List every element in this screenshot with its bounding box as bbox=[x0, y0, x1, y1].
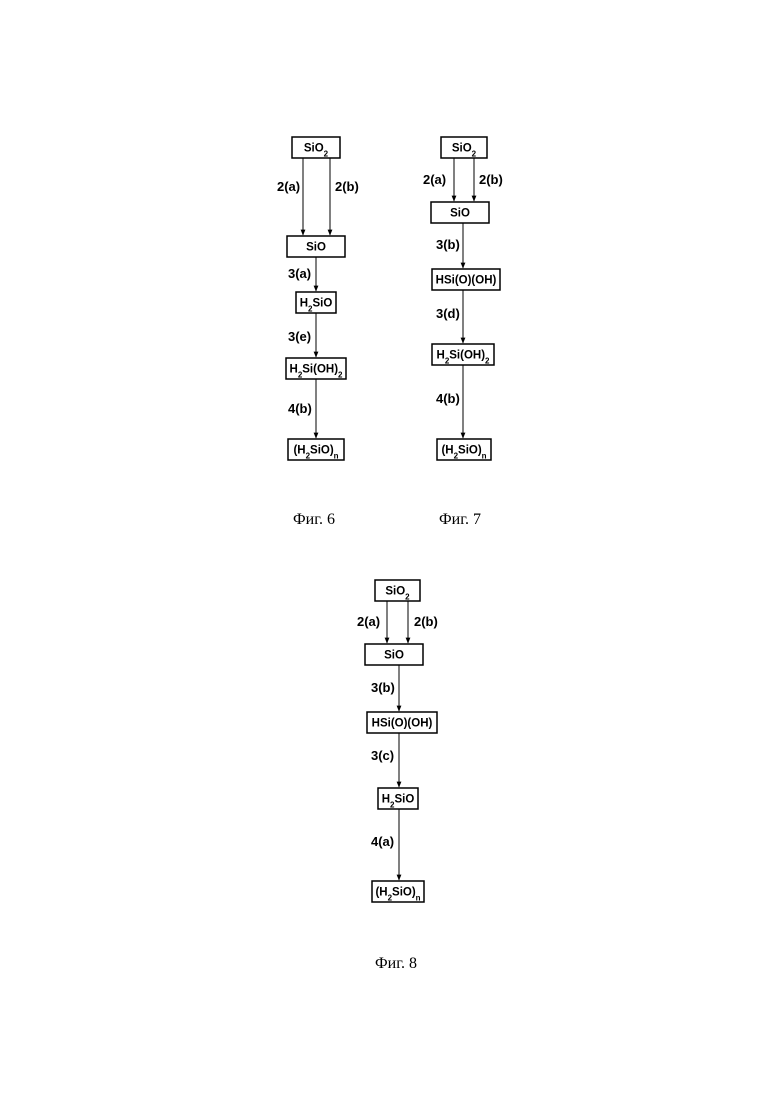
compound-box-hsiooh: HSi(O)(OH) bbox=[367, 712, 437, 733]
reaction-step-label: 2(b) bbox=[335, 179, 359, 194]
formula-text: SiO) bbox=[392, 887, 416, 899]
formula-text: (H bbox=[293, 445, 305, 457]
formula-subscript: 2 bbox=[405, 592, 410, 601]
compound-box-h2sio: H2SiO bbox=[378, 788, 418, 809]
figure-6-scheme: 2(a)2(b)3(a)3(e)4(b)SiO2SiOH2SiOH2Si(OH)… bbox=[277, 137, 359, 460]
formula-text: SiO bbox=[304, 143, 324, 155]
reaction-step-label: 3(d) bbox=[436, 306, 460, 321]
formula-text: SiO bbox=[306, 242, 326, 254]
formula-subscript: n bbox=[416, 893, 421, 902]
compound-box-sio: SiO bbox=[365, 644, 423, 665]
compound-box-sio: SiO bbox=[431, 202, 489, 223]
formula-text: H bbox=[300, 298, 308, 310]
formula-text: HSi(O)(OH) bbox=[372, 718, 433, 730]
compound-formula: HSi(O)(OH) bbox=[372, 718, 433, 730]
reaction-step-label: 3(a) bbox=[288, 266, 311, 281]
formula-text: SiO bbox=[384, 650, 404, 662]
formula-text: (H bbox=[375, 887, 387, 899]
compound-box-sio2: SiO2 bbox=[441, 137, 487, 158]
compound-box-h2sioh2: H2Si(OH)2 bbox=[286, 358, 346, 379]
formula-text: HSi(O)(OH) bbox=[436, 275, 497, 287]
figure-8-caption: Фиг. 8 bbox=[375, 955, 417, 973]
compound-formula: HSi(O)(OH) bbox=[436, 275, 497, 287]
reaction-step-label: 3(b) bbox=[371, 680, 395, 695]
compound-box-h2sio: H2SiO bbox=[296, 292, 336, 313]
formula-text: H bbox=[382, 794, 390, 806]
formula-text: SiO bbox=[312, 298, 332, 310]
compound-box-h2sioh2: H2Si(OH)2 bbox=[432, 344, 494, 365]
formula-text: (H bbox=[441, 445, 453, 457]
formula-subscript: 2 bbox=[472, 149, 477, 158]
reaction-step-label: 4(b) bbox=[436, 391, 460, 406]
formula-subscript: 2 bbox=[324, 149, 329, 158]
compound-box-sio: SiO bbox=[287, 236, 345, 257]
compound-box-polymer: (H2SiO)n bbox=[288, 439, 344, 460]
figure-7-scheme: 2(a)2(b)3(b)3(d)4(b)SiO2SiOHSi(O)(OH)H2S… bbox=[423, 137, 503, 460]
compound-box-polymer: (H2SiO)n bbox=[372, 881, 424, 902]
formula-text: SiO bbox=[452, 143, 472, 155]
figure-7-caption: Фиг. 7 bbox=[439, 511, 481, 529]
reaction-step-label: 4(a) bbox=[371, 834, 394, 849]
reaction-step-label: 2(a) bbox=[423, 172, 446, 187]
formula-text: Si(OH) bbox=[449, 350, 485, 362]
formula-text: H bbox=[290, 364, 298, 376]
reaction-step-label: 3(e) bbox=[288, 329, 311, 344]
formula-text: SiO bbox=[394, 794, 414, 806]
reaction-step-label: 2(b) bbox=[414, 614, 438, 629]
formula-text: SiO bbox=[385, 586, 405, 598]
formula-subscript: n bbox=[482, 451, 487, 460]
reaction-step-label: 4(b) bbox=[288, 401, 312, 416]
formula-text: H bbox=[437, 350, 445, 362]
reaction-step-label: 2(a) bbox=[277, 179, 300, 194]
compound-box-sio2: SiO2 bbox=[375, 580, 420, 601]
formula-text: SiO) bbox=[310, 445, 334, 457]
reaction-step-label: 2(a) bbox=[357, 614, 380, 629]
compound-formula: SiO bbox=[306, 242, 326, 254]
reaction-step-label: 3(b) bbox=[436, 237, 460, 252]
formula-subscript: 2 bbox=[338, 370, 343, 379]
formula-subscript: n bbox=[334, 451, 339, 460]
figure-8-scheme: 2(a)2(b)3(b)3(c)4(a)SiO2SiOHSi(O)(OH)H2S… bbox=[357, 580, 438, 902]
compound-box-hsiooh: HSi(O)(OH) bbox=[432, 269, 500, 290]
compound-box-polymer: (H2SiO)n bbox=[437, 439, 491, 460]
compound-box-sio2: SiO2 bbox=[292, 137, 340, 158]
formula-text: SiO) bbox=[458, 445, 482, 457]
formula-subscript: 2 bbox=[485, 356, 490, 365]
reaction-step-label: 3(c) bbox=[371, 748, 394, 763]
compound-formula: SiO bbox=[450, 208, 470, 220]
reaction-step-label: 2(b) bbox=[479, 172, 503, 187]
formula-text: SiO bbox=[450, 208, 470, 220]
formula-text: Si(OH) bbox=[302, 364, 338, 376]
figure-6-caption: Фиг. 6 bbox=[293, 511, 335, 529]
compound-formula: SiO bbox=[384, 650, 404, 662]
